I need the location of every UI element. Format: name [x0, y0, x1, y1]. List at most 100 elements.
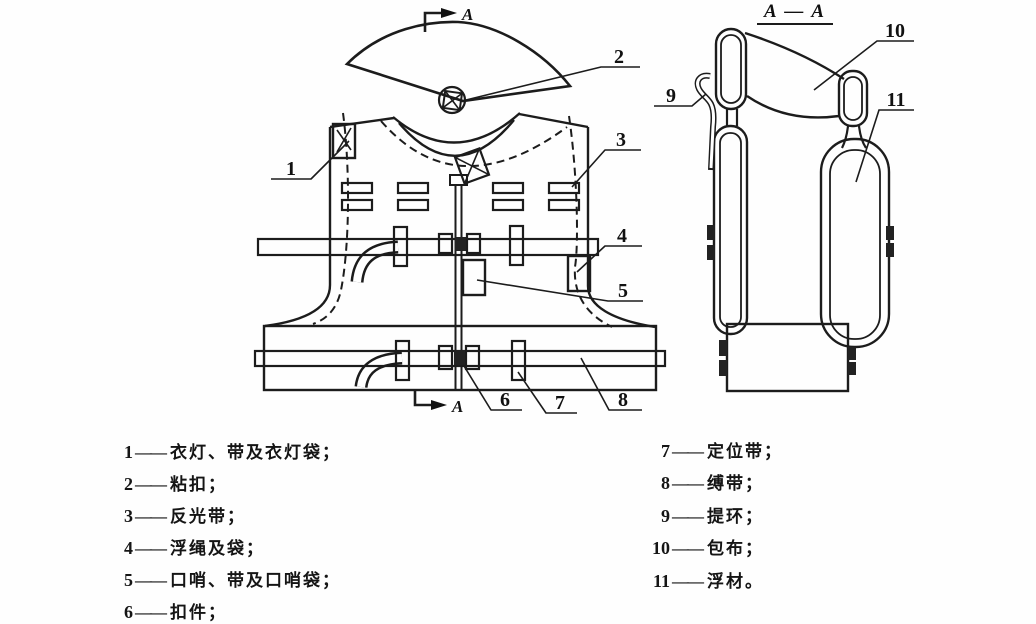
legend-label: 扣件；	[170, 603, 227, 622]
callouts-front: 1 2 3 4 5	[271, 46, 643, 414]
front-view: A A 1 2 3	[253, 5, 667, 416]
vest-body-outline	[262, 112, 658, 392]
svg-text:11: 11	[887, 89, 906, 111]
cutline-label-bottom: A	[451, 397, 463, 416]
legend-num: 3	[124, 506, 133, 526]
back-float-upper	[714, 27, 748, 111]
velcro-patch	[453, 146, 491, 186]
legend-separator: ——	[672, 507, 704, 526]
callout-5: 5	[476, 279, 643, 302]
legend-item: 10——包布；	[630, 534, 764, 558]
svg-text:3: 3	[616, 129, 626, 151]
callout-2: 2	[465, 46, 640, 101]
strap-loop	[392, 225, 409, 268]
attachment-tab	[886, 243, 894, 257]
attachment-tab	[719, 340, 727, 356]
legend-item: 3——反光带；	[103, 502, 246, 526]
legend-separator: ——	[135, 507, 167, 526]
strap-buckle	[437, 232, 482, 255]
svg-text:2: 2	[614, 46, 624, 68]
legend-separator: ——	[672, 442, 704, 461]
legend-item: 2——粘扣；	[103, 470, 227, 494]
callout-3: 3	[571, 129, 641, 188]
legend-label: 口哨、带及口哨袋；	[170, 571, 341, 590]
legend-num: 10	[652, 538, 670, 558]
legend-item: 9——提环；	[630, 502, 764, 526]
legend-item: 6——扣件；	[103, 598, 227, 622]
attachment-tab	[719, 360, 727, 376]
callout-9: 9	[654, 85, 707, 107]
attachment-tab	[886, 226, 894, 240]
legend-num: 8	[661, 473, 670, 493]
attachment-tabs	[707, 225, 894, 376]
waist-flap	[262, 324, 658, 392]
callout-7: 7	[517, 371, 577, 414]
velcro-disc	[437, 85, 467, 115]
attachment-tab	[707, 225, 715, 240]
legend-num: 2	[124, 474, 133, 494]
legend-item: 1——衣灯、带及衣灯袋；	[103, 438, 341, 462]
strap-loop	[508, 224, 525, 267]
svg-text:7: 7	[555, 392, 565, 414]
legend-separator: ——	[135, 603, 167, 622]
callout-11: 11	[855, 89, 914, 183]
legend-item: 11——浮材。	[630, 567, 764, 591]
hidden-collar-seam	[380, 120, 568, 167]
whistle-pocket	[461, 258, 487, 297]
svg-text:A — A: A — A	[763, 1, 826, 22]
reflective-tape	[547, 198, 581, 212]
svg-text:10: 10	[885, 20, 905, 42]
float-material	[719, 132, 742, 328]
legend-num: 4	[124, 538, 133, 558]
legend-label: 衣灯、带及衣灯袋；	[170, 443, 341, 462]
legend-num: 1	[124, 442, 133, 462]
front-float-main	[819, 137, 891, 349]
legend-label: 反光带；	[170, 507, 246, 526]
legend-item: 7——定位带；	[630, 437, 783, 461]
hidden-contour-right	[568, 115, 613, 328]
legend-label: 提环；	[707, 507, 764, 526]
svg-text:8: 8	[618, 389, 628, 411]
float-line-pocket	[566, 254, 592, 293]
lifting-loop	[694, 72, 717, 171]
callout-4: 4	[576, 225, 642, 273]
float-material	[843, 76, 863, 121]
reflective-tape	[547, 181, 581, 195]
legend-label: 定位带；	[707, 442, 783, 461]
callout-1: 1	[271, 140, 350, 180]
chest-strap	[256, 224, 600, 283]
positioning-strap-loop	[510, 339, 527, 382]
reflective-tape	[396, 181, 430, 195]
svg-text:9: 9	[666, 85, 676, 107]
neck-collar	[392, 112, 521, 186]
legend-label: 包布；	[707, 539, 764, 558]
legend-num: 6	[124, 602, 133, 622]
svg-text:6: 6	[500, 389, 510, 411]
drawing-canvas: A A 1 2 3	[253, 1, 914, 416]
reflective-tape	[491, 181, 525, 195]
reflective-tape	[396, 198, 430, 212]
cutline-arrow-bottom: A	[413, 391, 463, 416]
svg-text:4: 4	[617, 225, 627, 247]
svg-text:5: 5	[618, 280, 628, 302]
legend-separator: ——	[135, 443, 167, 462]
section-title: A — A	[757, 1, 833, 25]
hidden-contour-left	[312, 112, 349, 325]
legend-separator: ——	[672, 474, 704, 493]
cutline-label-top: A	[461, 5, 473, 24]
callout-10: 10	[813, 20, 914, 91]
reflective-tape	[340, 181, 374, 195]
back-float-lower	[712, 124, 749, 336]
cutline-arrow-top: A	[423, 5, 473, 32]
legend-separator: ——	[135, 539, 167, 558]
callout-6: 6	[463, 365, 522, 411]
legend-num: 11	[652, 571, 670, 591]
legend-item: 8——缚带；	[630, 469, 764, 493]
collar-section	[744, 31, 845, 119]
reflective-tape	[491, 198, 525, 212]
float-material	[829, 149, 881, 340]
light-pocket	[331, 122, 357, 160]
legend-label: 缚带；	[707, 474, 764, 493]
legend-item: 4——浮绳及袋；	[103, 534, 265, 558]
